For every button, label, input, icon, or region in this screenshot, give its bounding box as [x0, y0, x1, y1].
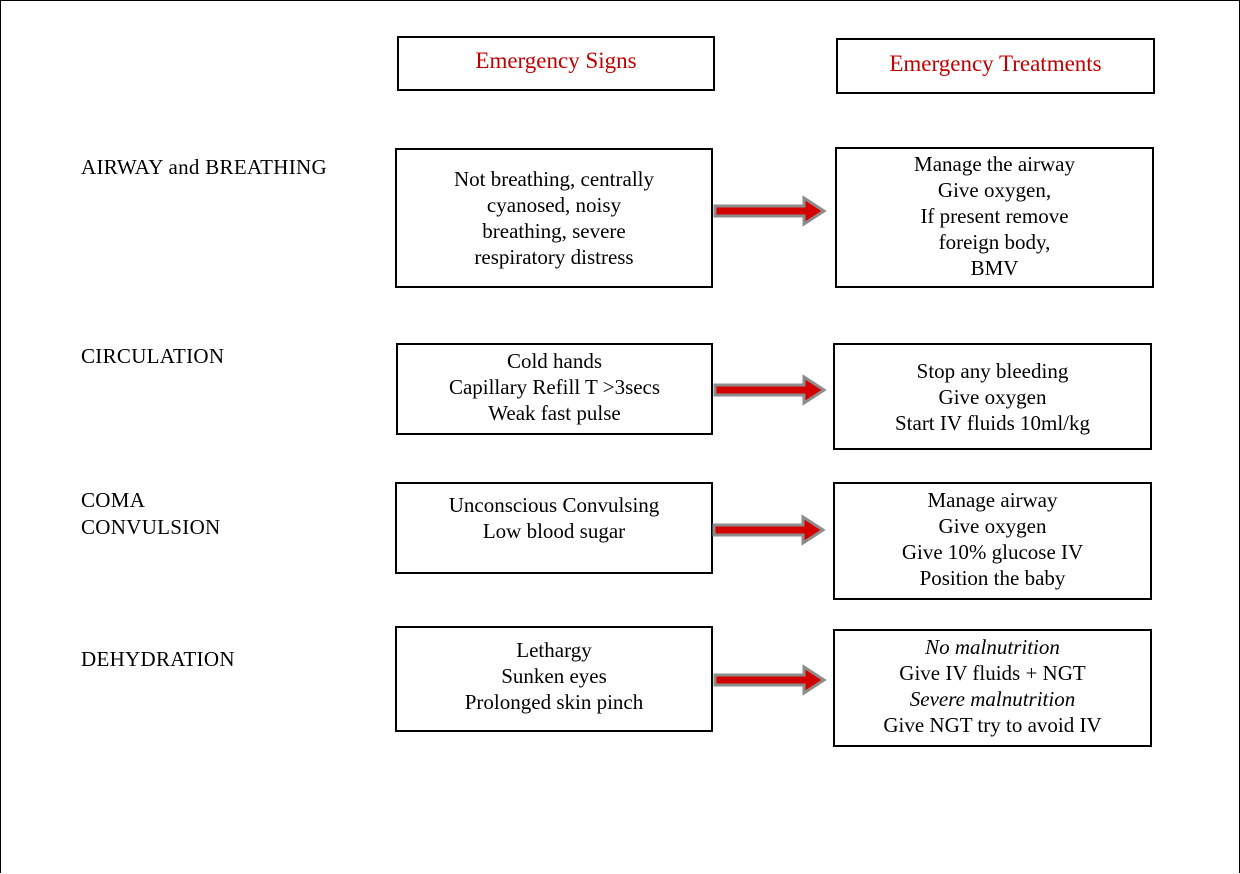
sign-line: breathing, severe [482, 219, 626, 243]
arrow-coma [712, 514, 826, 546]
category-label-circulation: CIRCULATION [81, 343, 224, 370]
treatment-line: Give oxygen, [937, 177, 1052, 202]
category-line: AIRWAY and BREATHING [81, 155, 327, 179]
sign-line: Not breathing, centrally [453, 167, 654, 191]
treatment-line: Manage airway [927, 488, 1058, 512]
treatment-line: If present remove [920, 203, 1069, 228]
category-line: COMA [81, 488, 146, 512]
signs-box-coma: Unconscious Convulsing Low blood sugar [395, 482, 713, 574]
category-line: CIRCULATION [81, 344, 225, 368]
treatments-box-coma: Manage airway Give oxygen Give 10% gluco… [833, 482, 1152, 600]
category-label-coma-convulsion: COMA CONVULSION [81, 487, 221, 541]
treatment-line: Stop any bleeding [916, 358, 1069, 383]
category-label-dehydration: DEHYDRATION [81, 646, 235, 673]
arrow-circulation [713, 374, 827, 406]
category-label-airway: AIRWAY and BREATHING [81, 154, 327, 181]
category-line: DEHYDRATION [81, 647, 235, 671]
arrow-airway [713, 195, 827, 227]
header-emergency-treatments: Emergency Treatments [836, 38, 1155, 94]
treatments-box-circulation: Stop any bleeding Give oxygen Start IV f… [833, 343, 1152, 450]
category-line: CONVULSION [81, 515, 221, 539]
sign-line: Capillary Refill T >3secs [448, 375, 661, 399]
header-emergency-treatments-text: Emergency Treatments [889, 51, 1102, 76]
treatment-line: foreign body, [938, 229, 1051, 254]
treatments-box-airway: Manage the airway Give oxygen, If presen… [835, 147, 1154, 288]
sign-line: respiratory distress [474, 245, 634, 269]
sign-line: Low blood sugar [482, 519, 626, 543]
signs-box-dehydration: Lethargy Sunken eyes Prolonged skin pinc… [395, 626, 713, 732]
sign-line: Cold hands [506, 349, 603, 373]
signs-box-circulation: Cold hands Capillary Refill T >3secs Wea… [396, 343, 713, 435]
sign-line: cyanosed, noisy [486, 193, 622, 217]
treatment-line: Manage the airway [914, 151, 1075, 176]
header-emergency-signs-text: Emergency Signs [475, 47, 637, 73]
treatment-subheading: Severe malnutrition [909, 687, 1076, 711]
treatment-subheading: No malnutrition [925, 635, 1060, 659]
treatment-line: Give 10% glucose IV [901, 540, 1084, 564]
sign-line: Weak fast pulse [488, 401, 621, 425]
sign-line: Prolonged skin pinch [464, 690, 644, 714]
sign-line: Unconscious Convulsing [448, 493, 660, 517]
sign-line: Lethargy [516, 638, 592, 662]
treatment-line: Give oxygen [938, 514, 1047, 538]
treatment-line: Position the baby [919, 566, 1066, 590]
treatment-line: Give IV fluids + NGT [899, 661, 1086, 685]
treatment-line: BMV [970, 255, 1019, 280]
treatment-line: Give oxygen [938, 384, 1047, 409]
treatments-box-dehydration: No malnutrition Give IV fluids + NGT Sev… [833, 629, 1152, 747]
signs-box-airway: Not breathing, centrally cyanosed, noisy… [395, 148, 713, 288]
arrow-dehydration [713, 664, 827, 696]
treatment-line: Start IV fluids 10ml/kg [894, 410, 1091, 435]
sign-line: Sunken eyes [501, 664, 607, 688]
header-emergency-signs: Emergency Signs [397, 36, 715, 91]
treatment-line: Give NGT try to avoid IV [883, 713, 1102, 737]
